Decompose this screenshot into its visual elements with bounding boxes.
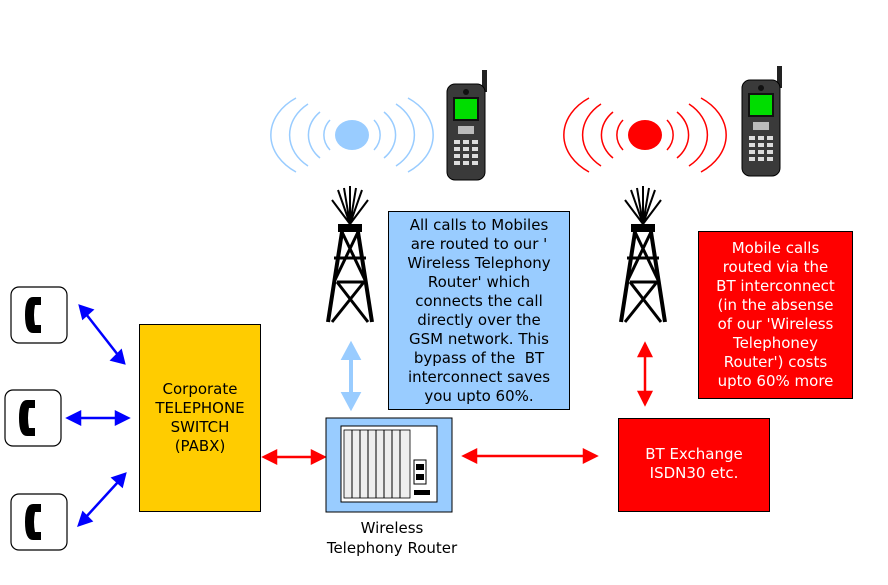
gsm-link-arrow [340, 340, 362, 412]
desk-phone-icon [10, 286, 68, 344]
router-caption-line: Telephony Router [326, 539, 458, 557]
callout-line: (in the absense [717, 296, 834, 314]
wireless-signal-red-icon [563, 97, 727, 173]
bt-interconnect-callout: Mobile calls routed via the BT interconn… [698, 231, 853, 399]
pabx-label-line: SWITCH [170, 418, 230, 436]
pabx-label-line: (PABX) [174, 437, 226, 455]
router-equipment-icon [325, 417, 453, 513]
phone-link-arrows [65, 304, 131, 527]
callout-line: routed via the [722, 258, 829, 276]
callout-line: Telephoney [732, 334, 819, 352]
callout-line: of our 'Wireless [717, 315, 834, 333]
radio-tower-icon [619, 184, 667, 324]
callout-line: BT interconnect [716, 277, 835, 295]
callout-line: GSM network. This [409, 329, 549, 348]
mobile-phone-icon [741, 65, 783, 177]
bt-exchange-label-line: BT Exchange [645, 445, 743, 463]
router-benefit-callout: All calls to Mobiles are routed to our '… [388, 211, 570, 410]
callout-line: you upto 60%. [424, 386, 534, 405]
router-caption-line: Wireless [360, 519, 424, 537]
router-exchange-arrow [461, 447, 599, 465]
pabx-switch-box: Corporate TELEPHONE SWITCH (PABX) [139, 324, 261, 512]
callout-line: interconnect saves [407, 367, 551, 386]
desk-phone-icon [4, 389, 62, 447]
bt-exchange-label-line: ISDN30 etc. [649, 464, 739, 482]
callout-line: Router' which [427, 272, 531, 291]
callout-line: connects the call [415, 291, 543, 310]
callout-line: upto 60% more [717, 372, 834, 390]
pabx-label-line: Corporate [162, 380, 238, 398]
desk-phone-icon [10, 493, 68, 551]
pabx-router-arrow [261, 448, 327, 466]
wireless-signal-blue-icon [270, 97, 434, 173]
pabx-label-line: TELEPHONE [155, 399, 245, 417]
callout-line: Mobile calls [731, 239, 820, 257]
mobile-phone-icon [446, 69, 488, 181]
callout-line: are routed to our ' [410, 234, 548, 253]
bt-link-arrow [636, 341, 654, 407]
callout-line: All calls to Mobiles [409, 215, 549, 234]
bt-exchange-box: BT Exchange ISDN30 etc. [618, 418, 770, 512]
callout-line: Wireless Telephony [407, 253, 551, 272]
router-caption: Wireless Telephony Router [304, 518, 480, 558]
radio-tower-icon [326, 184, 374, 324]
callout-line: Router') costs [723, 353, 828, 371]
callout-line: directly over the [417, 310, 541, 329]
callout-line: bypass of the BT [413, 348, 545, 367]
